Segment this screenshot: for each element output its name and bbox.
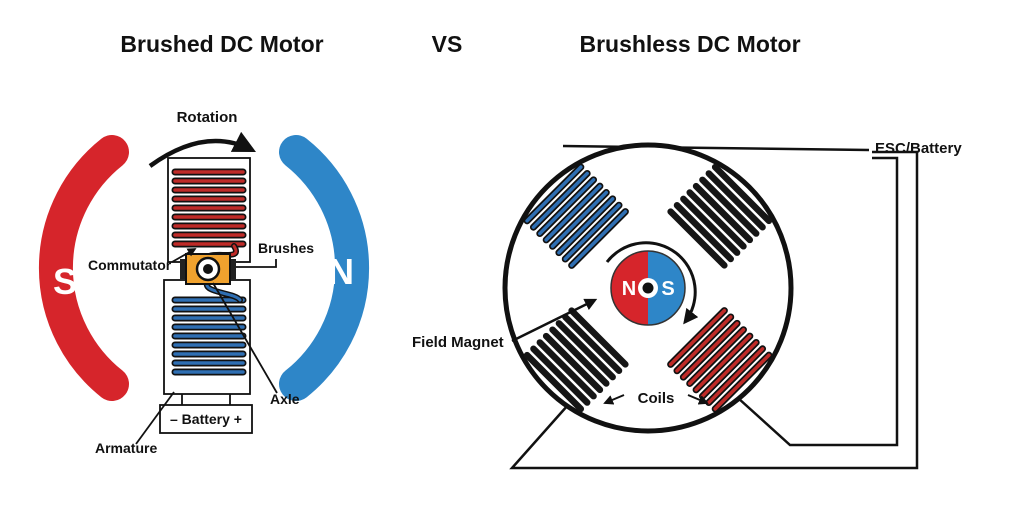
rotor-magnet-outline xyxy=(610,250,686,326)
title-brushed: Brushed DC Motor xyxy=(120,31,323,57)
coils-arrow-left xyxy=(603,394,625,405)
brush-left xyxy=(180,259,187,279)
armature-pointer xyxy=(135,391,175,445)
battery-box xyxy=(159,404,253,434)
brushes-label: Brushes xyxy=(258,240,314,256)
esc-wire-inner xyxy=(737,156,899,447)
rotor-magnet-north-half xyxy=(611,251,648,325)
armature-label: Armature xyxy=(95,440,157,456)
field-magnet-arrow xyxy=(511,298,598,343)
axle-dot xyxy=(203,264,213,274)
title-brushless: Brushless DC Motor xyxy=(579,31,800,57)
axle-label: Axle xyxy=(270,391,300,407)
south-magnet xyxy=(38,135,129,401)
rotor-letter-s: S xyxy=(661,278,674,300)
esc-wire-outer xyxy=(509,150,919,470)
commutator-label: Commutator xyxy=(88,257,172,273)
magnet-letter-n: N xyxy=(328,251,354,292)
armature-coil-top xyxy=(175,172,243,244)
coils-label: Coils xyxy=(638,390,675,407)
brushless-motor-diagram: N S ESC/Battery Field Magnet Coils xyxy=(412,140,962,470)
commutator-arrow xyxy=(171,248,197,263)
rotor-shaft-dot xyxy=(642,282,654,294)
brush-right xyxy=(229,259,236,279)
esc-battery-label: ESC/Battery xyxy=(875,140,962,157)
armature-coil-bottom xyxy=(175,300,243,372)
rotor-magnet-south-half xyxy=(648,251,685,325)
north-magnet xyxy=(279,135,370,401)
battery-label: – Battery + xyxy=(170,411,242,427)
coils-arrow-right xyxy=(687,394,709,405)
rotor-rotation-arc xyxy=(605,241,699,325)
axle-pointer xyxy=(212,282,278,394)
rotation-arrow xyxy=(148,131,257,168)
rotor-letter-n: N xyxy=(622,278,636,300)
magnet-letter-s: S xyxy=(53,261,77,302)
rotation-label: Rotation xyxy=(177,109,238,126)
brushed-motor-diagram: S N Rotation xyxy=(38,109,370,456)
field-magnet-label: Field Magnet xyxy=(412,334,504,351)
vs-label: VS xyxy=(432,31,463,57)
brushes-pointer xyxy=(236,259,277,268)
